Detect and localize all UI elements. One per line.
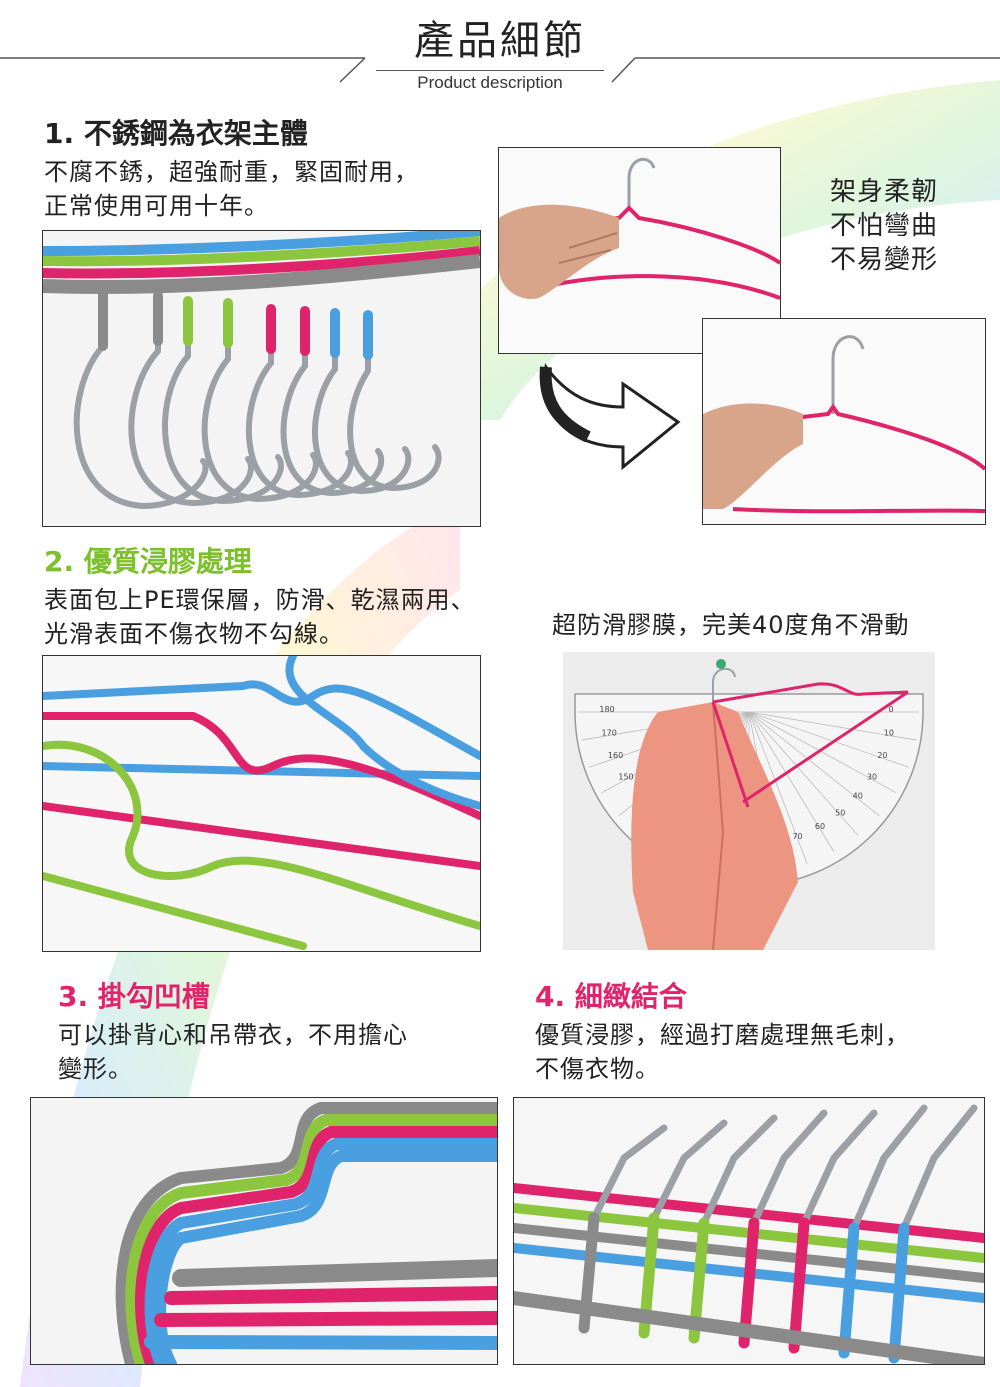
protractor-label: 30 [867, 772, 877, 781]
protractor-tick [748, 711, 835, 853]
protractor-photo: 1801701601501401301201101009080706050403… [563, 652, 935, 950]
hook-groove-photo [30, 1097, 498, 1365]
protractor-tick [748, 711, 880, 817]
protractor-tick [748, 711, 917, 741]
section1-title: 1. 不銹鋼為衣架主體 [44, 117, 308, 150]
protractor-label: 50 [835, 808, 845, 817]
protractor-label: 160 [608, 751, 623, 760]
protractor-label: 40 [853, 792, 863, 801]
protractor-label: 180 [599, 705, 614, 714]
stainless-hooks-photo [42, 230, 481, 527]
protractor-tick [748, 711, 859, 836]
section4-body: 優質浸膠，經過打磨處理無毛刺， 不傷衣物。 [535, 1021, 910, 1083]
section3-body: 可以掛背心和吊帶衣，不用擔心 變形。 [58, 1021, 408, 1083]
protractor-caption: 超防滑膠膜，完美40度角不滑動 [552, 611, 910, 639]
flex-caption: 架身柔韌 不怕彎曲 不易變形 [830, 177, 939, 275]
section2-title: 2. 優質浸膠處理 [44, 545, 252, 578]
protractor-tick [748, 711, 897, 794]
header-divider [0, 57, 1000, 83]
protractor-label: 170 [602, 728, 617, 737]
protractor-label: 10 [884, 728, 894, 737]
fine-joint-photo [513, 1097, 985, 1365]
protractor-label: 70 [792, 832, 802, 841]
section3-title: 3. 掛勾凹槽 [58, 980, 210, 1013]
section1-body: 不腐不銹，超強耐重，緊固耐用， 正常使用可用十年。 [44, 158, 419, 220]
protractor-label: 60 [815, 822, 825, 831]
section4-title: 4. 細緻結合 [535, 980, 687, 1013]
protractor-label: 0 [888, 705, 893, 714]
arrow-icon [539, 363, 681, 471]
protractor-label: 20 [877, 751, 887, 760]
coated-hangers-photo [42, 655, 481, 952]
protractor-label: 150 [618, 772, 633, 781]
hanger-flex-photo-before [498, 147, 781, 354]
protractor-tick [748, 711, 808, 864]
section2-body: 表面包上PE環保層，防滑、乾濕兩用、 光滑表面不傷衣物不勾線。 [44, 586, 476, 648]
page-subtitle: Product description [376, 70, 604, 93]
protractor-tick [748, 711, 909, 768]
hanger-flex-photo-after [702, 318, 986, 525]
page-title: 產品細節 [414, 18, 586, 64]
